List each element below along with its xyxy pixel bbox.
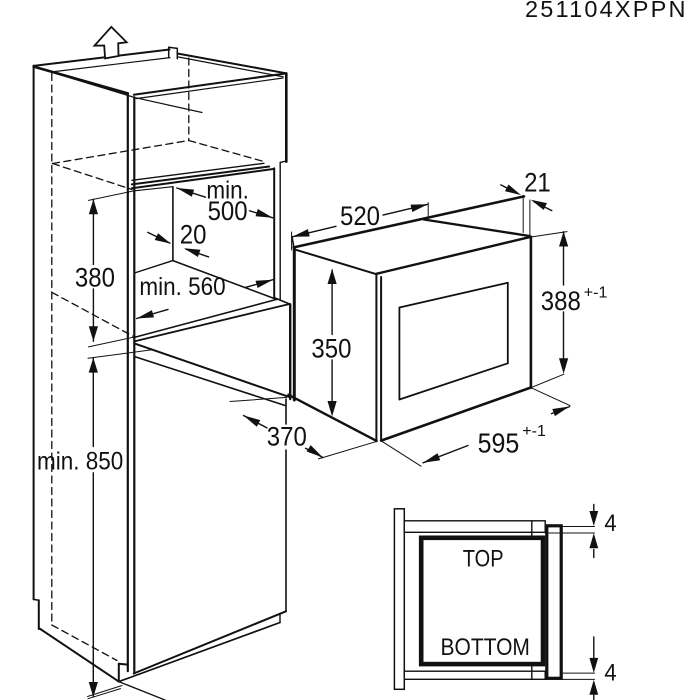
svg-text:min. 850: min. 850	[37, 447, 123, 475]
svg-text:21: 21	[524, 169, 551, 198]
svg-text:TOP: TOP	[463, 545, 504, 572]
svg-text:595: 595	[478, 427, 520, 458]
svg-text:+-1: +-1	[584, 285, 608, 302]
svg-text:350: 350	[311, 334, 351, 363]
svg-text:4: 4	[604, 659, 616, 686]
svg-text:500: 500	[208, 197, 248, 226]
svg-text:min. 560: min. 560	[139, 273, 225, 301]
svg-text:520: 520	[340, 202, 380, 231]
svg-text:20: 20	[180, 221, 207, 250]
svg-text:370: 370	[267, 422, 307, 451]
svg-text:BOTTOM: BOTTOM	[441, 634, 530, 661]
svg-text:380: 380	[75, 263, 115, 292]
svg-text:min.: min.	[206, 176, 248, 204]
svg-text:+-1: +-1	[522, 423, 546, 440]
svg-text:4: 4	[604, 509, 616, 536]
svg-text:388: 388	[541, 287, 581, 316]
svg-text:251104XPPN: 251104XPPN	[525, 0, 688, 22]
